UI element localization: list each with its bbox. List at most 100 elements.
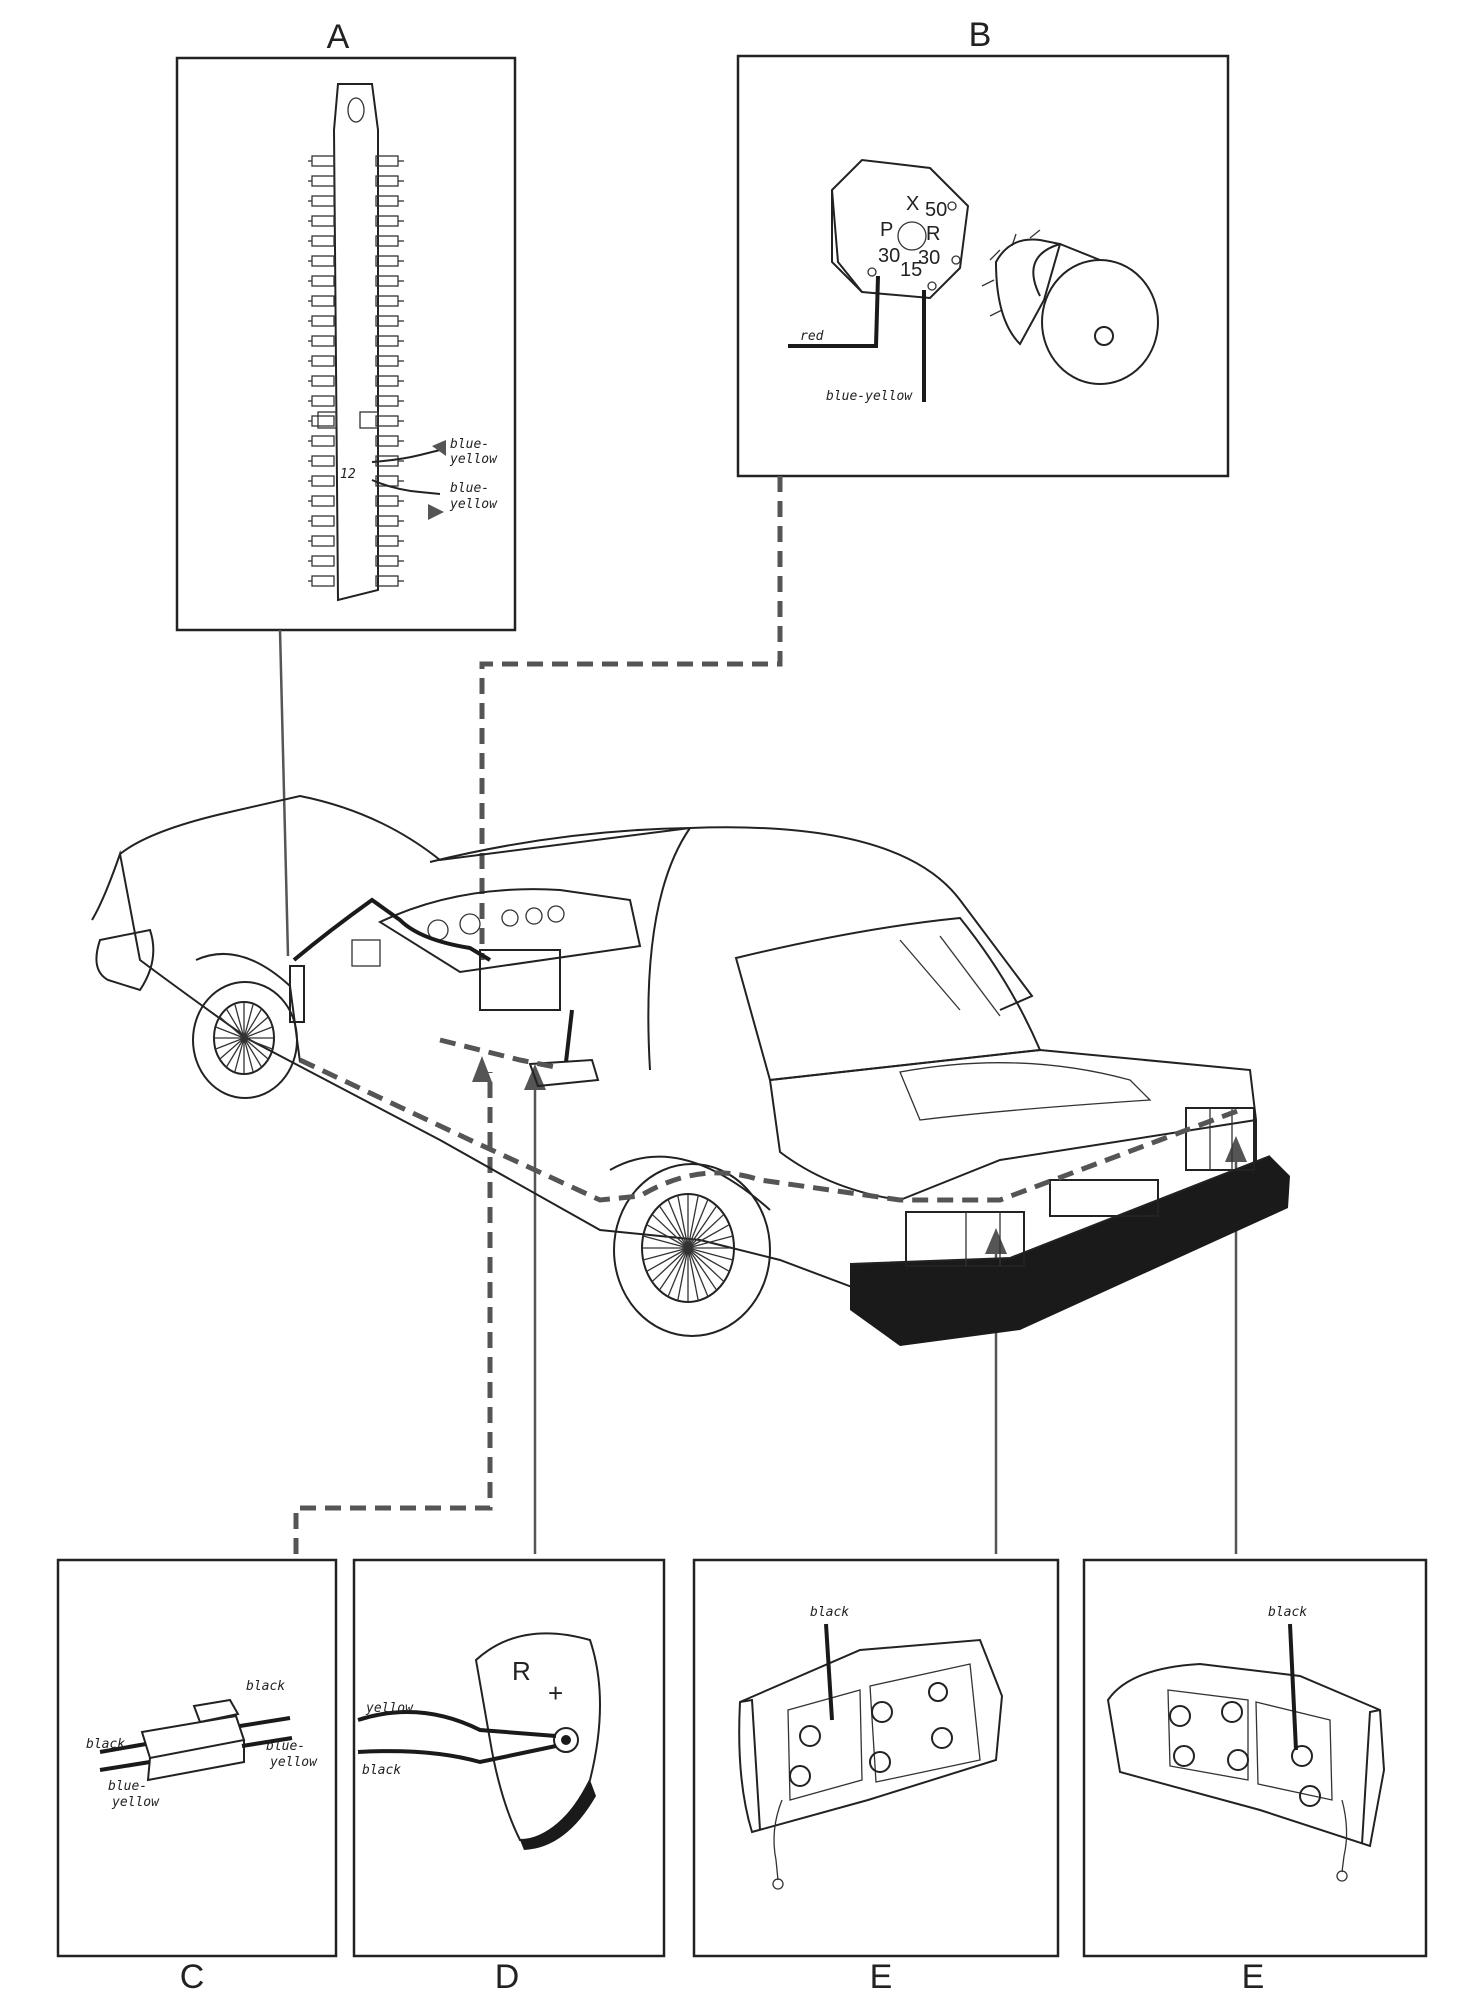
terminal-x: X (906, 193, 919, 215)
wire-arrow-icon (432, 440, 446, 456)
panel-e1: black (692, 1558, 1060, 1958)
wheel-spoke (243, 1026, 273, 1039)
wheel-spoke (219, 1037, 245, 1060)
terminal-row (308, 495, 404, 507)
wire-label: blue- (450, 437, 489, 452)
terminal-row (308, 395, 404, 407)
wheel-spoke (234, 1003, 245, 1039)
wire-arrow-icon (428, 504, 444, 520)
wheel-spoke (243, 1016, 269, 1039)
wheel-spoke (646, 1224, 689, 1249)
wheel-spoke (687, 1247, 725, 1283)
wheel-spoke (687, 1247, 699, 1301)
panel-e2: black (1082, 1558, 1428, 1958)
terminal-row (308, 215, 404, 227)
panel-d-frame (352, 1558, 666, 1958)
wheel-spoke (243, 1037, 273, 1050)
wheel-spoke (687, 1213, 725, 1249)
terminal-r: R (926, 223, 940, 245)
wheel-spoke (651, 1247, 689, 1283)
wire-label-yellow: yellow (365, 1701, 414, 1716)
terminal-row (308, 375, 404, 387)
wheel-spoke (687, 1195, 699, 1249)
wheel-spoke (677, 1195, 689, 1249)
panel-b: X 50 P R 30 15 30 red blue-yellow (736, 54, 1230, 478)
terminal-row (308, 315, 404, 327)
wheel-spoke (667, 1199, 689, 1249)
wheel-spoke (243, 1037, 254, 1073)
arrow-icon (1225, 1136, 1247, 1162)
terminal-row (308, 555, 404, 567)
wheel-spoke (687, 1247, 709, 1297)
panel-b-label: B (969, 16, 992, 54)
terminal-row (308, 355, 404, 367)
terminal-row (308, 515, 404, 527)
wheel-spoke (651, 1213, 689, 1249)
terminal-row (308, 255, 404, 267)
wire-label: yellow (449, 497, 498, 512)
terminal-50: 50 (925, 199, 947, 221)
wheel-spoke (215, 1037, 245, 1050)
wheel-spoke (667, 1247, 689, 1297)
wire-label-red: red (800, 329, 824, 344)
terminal-row (308, 335, 404, 347)
wire-label-black: black (362, 1763, 401, 1778)
wire-label: yellow (449, 452, 498, 467)
wheel-spoke (642, 1247, 689, 1261)
panel-d: R + yellow black (352, 1558, 666, 1958)
car-illustration (91, 794, 1290, 1346)
terminal-number: 12 (340, 467, 356, 482)
wire-label-blue-yellow: blue-yellow (826, 389, 913, 404)
terminal-row (308, 575, 404, 587)
wire-label: yellow (111, 1795, 160, 1810)
wire-label: yellow (269, 1755, 318, 1770)
panel-b-frame (736, 54, 1230, 478)
wheel-spoke (642, 1235, 689, 1249)
terminal-p: P (880, 219, 893, 241)
ignition-switch: X 50 P R 30 15 30 (831, 158, 970, 300)
wheel-spoke (243, 1037, 269, 1060)
wheel-spoke (225, 1008, 245, 1039)
terminal-row (308, 175, 404, 187)
leader-lines (278, 476, 1247, 1554)
wheel-spoke (215, 1026, 245, 1039)
panel-c-label: C (180, 1958, 205, 1996)
panel-a-label: A (327, 18, 350, 56)
panel-e2-frame (1082, 1558, 1428, 1958)
wheel-spoke (687, 1205, 718, 1249)
wire-label: blue- (108, 1779, 147, 1794)
wire-label-black: black (810, 1605, 849, 1620)
arrow-icon (472, 1056, 492, 1082)
wheel-spoke (658, 1205, 689, 1249)
wire-label-black: black (1268, 1605, 1307, 1620)
panel-e1-frame (692, 1558, 1060, 1958)
wheel-spoke (234, 1037, 245, 1073)
wire-label: blue- (266, 1739, 305, 1754)
terminal-30-left: 30 (878, 245, 900, 267)
selector-switch: R + (474, 1632, 601, 1850)
wheel-spoke (687, 1247, 730, 1272)
terminal-row (308, 295, 404, 307)
panel-a: 12 blue- yellow blue- yellow (175, 56, 517, 632)
terminal-15: 15 (900, 259, 922, 281)
plus-symbol: + (548, 1678, 563, 1708)
tail-lamp-housing-right (1106, 1662, 1386, 1882)
arrow-icon (985, 1228, 1007, 1254)
terminal-30-right: 30 (918, 247, 940, 269)
terminal-row (308, 275, 404, 287)
wheel-spoke (646, 1247, 689, 1272)
wheel-spoke (219, 1016, 245, 1039)
panel-c-frame (56, 1558, 338, 1958)
panel-e1-label: E (870, 1958, 893, 1996)
wheel-spoke (677, 1247, 689, 1301)
wire-label: black (246, 1679, 285, 1694)
terminal-row (308, 415, 404, 427)
terminal-block-strip: 12 (308, 83, 404, 602)
terminal-row (308, 435, 404, 447)
wheel-spoke (225, 1037, 245, 1068)
wheel-spoke (687, 1199, 709, 1249)
rear-bumper (850, 1156, 1290, 1346)
terminal-row (308, 155, 404, 167)
connector-plug (140, 1698, 246, 1782)
